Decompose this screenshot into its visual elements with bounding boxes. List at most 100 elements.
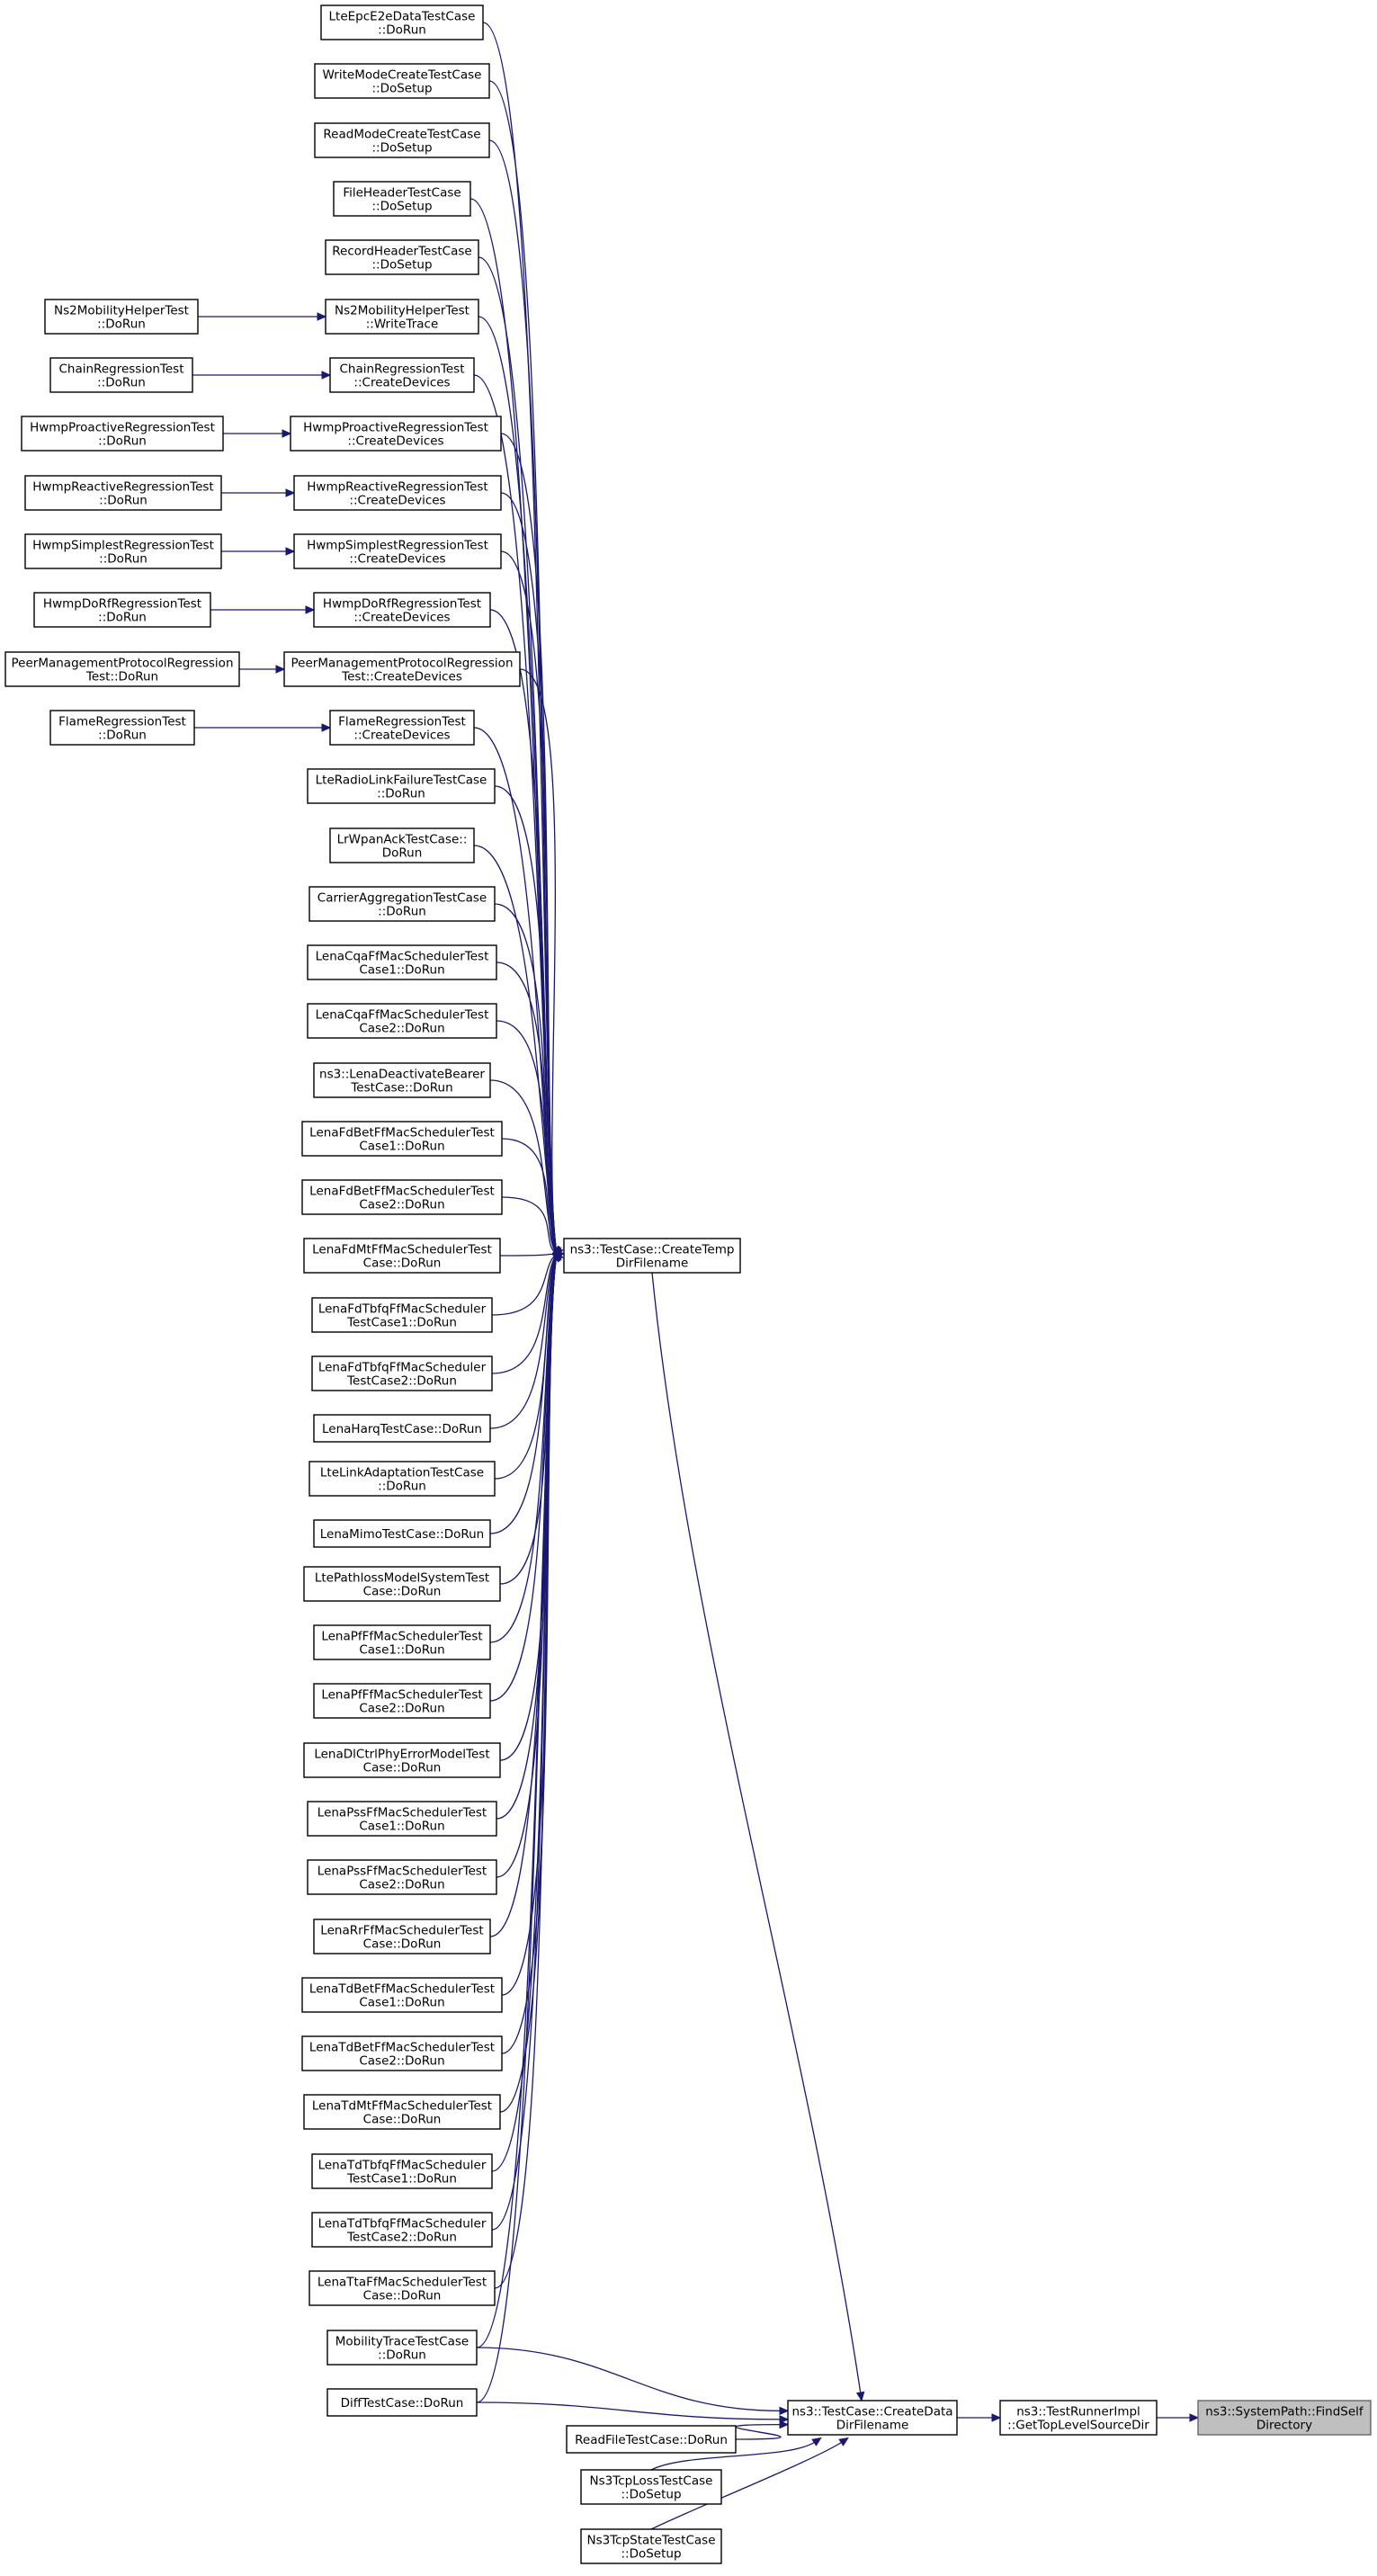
function-node[interactable]: CarrierAggregationTestCase::DoRun bbox=[308, 886, 496, 922]
node-box bbox=[313, 1062, 491, 1098]
node-label-line: ::DoRun bbox=[378, 905, 426, 919]
function-node[interactable]: HwmpProactiveRegressionTest::CreateDevic… bbox=[290, 416, 502, 452]
function-node[interactable]: Ns3TcpStateTestCase::DoSetup bbox=[580, 2528, 722, 2564]
function-node[interactable]: ns3::TestRunnerImpl::GetTopLevelSourceDi… bbox=[999, 2400, 1158, 2436]
node-box bbox=[307, 1003, 497, 1039]
function-node[interactable]: HwmpProactiveRegressionTest::DoRun bbox=[21, 416, 224, 452]
node-label-line: LenaTtaFfMacSchedulerTest bbox=[317, 2276, 487, 2290]
function-node[interactable]: HwmpDoRfRegressionTest::CreateDevices bbox=[313, 592, 491, 628]
function-node[interactable]: RecordHeaderTestCase::DoSetup bbox=[325, 239, 479, 275]
call-edge bbox=[650, 2441, 816, 2471]
node-label-line: Case1::DoRun bbox=[359, 1140, 444, 1154]
node-label-line: ::DoRun bbox=[98, 729, 147, 743]
call-edge bbox=[476, 2347, 782, 2412]
function-node[interactable]: LrWpanAckTestCase::DoRun bbox=[329, 827, 475, 863]
node-box bbox=[293, 533, 502, 569]
node-label-line: Case::DoRun bbox=[363, 1937, 442, 1952]
function-node[interactable]: MobilityTraceTestCase::DoRun bbox=[326, 2330, 478, 2366]
function-node[interactable]: PeerManagementProtocolRegressionTest::Cr… bbox=[283, 651, 521, 687]
function-node[interactable]: Ns3TcpLossTestCase::DoSetup bbox=[580, 2469, 722, 2505]
node-label-line: Case1::DoRun bbox=[359, 1996, 444, 2010]
function-node[interactable]: LteEpcE2eDataTestCase::DoRun bbox=[320, 4, 484, 40]
arrowhead bbox=[285, 488, 296, 497]
function-node[interactable]: Ns2MobilityHelperTest::WriteTrace bbox=[325, 299, 479, 335]
arrowhead bbox=[779, 2406, 790, 2416]
node-box bbox=[303, 2094, 501, 2130]
function-node[interactable]: HwmpReactiveRegressionTest::CreateDevice… bbox=[293, 475, 502, 511]
node-label-line: LteRadioLinkFailureTestCase bbox=[316, 774, 487, 788]
node-label-line: ::DoRun bbox=[99, 552, 148, 567]
node-label-line: LenaRrFfMacSchedulerTest bbox=[320, 1924, 483, 1938]
function-node[interactable]: ReadModeCreateTestCase::DoSetup bbox=[314, 122, 490, 158]
node-label-line: LenaMimoTestCase::DoRun bbox=[320, 1527, 485, 1542]
function-node[interactable]: LenaMimoTestCase::DoRun bbox=[313, 1519, 491, 1548]
node-label-line: ::CreateDevices bbox=[353, 611, 450, 625]
node-label-line: ::DoSetup bbox=[371, 141, 432, 156]
node-box bbox=[314, 122, 490, 158]
node-label-line: PeerManagementProtocolRegression bbox=[291, 657, 514, 671]
node-label-line: FileHeaderTestCase bbox=[343, 186, 460, 201]
function-node[interactable]: HwmpSimplestRegressionTest::DoRun bbox=[24, 533, 222, 569]
function-node[interactable]: ReadFileTestCase::DoRun bbox=[566, 2425, 737, 2454]
call-edge bbox=[735, 2423, 782, 2440]
node-label-line: DoRun bbox=[382, 846, 423, 861]
node-box bbox=[563, 1238, 741, 1274]
function-node[interactable]: HwmpSimplestRegressionTest::CreateDevice… bbox=[293, 533, 502, 569]
node-label-line: TestCase::DoRun bbox=[350, 1081, 452, 1096]
node-label-line: TestCase2::DoRun bbox=[346, 1374, 457, 1389]
node-label-line: LteLinkAdaptationTestCase bbox=[320, 1466, 484, 1480]
function-node[interactable]: LteRadioLinkFailureTestCase::DoRun bbox=[307, 768, 496, 804]
node-label-line: HwmpSimplestRegressionTest bbox=[32, 539, 214, 553]
function-node[interactable]: LenaHarqTestCase::DoRun bbox=[313, 1414, 491, 1443]
node-box bbox=[301, 2035, 503, 2071]
node-box bbox=[311, 2153, 493, 2189]
function-node[interactable]: HwmpReactiveRegressionTest::DoRun bbox=[24, 475, 222, 511]
node-label-line: ::DoSetup bbox=[371, 258, 432, 273]
node-box bbox=[311, 1297, 493, 1333]
function-node[interactable]: ChainRegressionTest::DoRun bbox=[49, 357, 193, 393]
node-box bbox=[301, 1121, 503, 1157]
function-node[interactable]: LteLinkAdaptationTestCase::DoRun bbox=[308, 1461, 496, 1497]
node-label-line: LenaTdTbfqFfMacScheduler bbox=[318, 2217, 487, 2232]
function-node[interactable]: HwmpDoRfRegressionTest::DoRun bbox=[33, 592, 211, 628]
node-box bbox=[49, 357, 193, 393]
node-label-line: ::DoSetup bbox=[371, 200, 432, 214]
node-box bbox=[21, 416, 224, 452]
function-node[interactable]: WriteModeCreateTestCase::DoSetup bbox=[314, 63, 490, 99]
function-node[interactable]: ChainRegressionTest::CreateDevices bbox=[329, 357, 475, 393]
call-edge bbox=[519, 668, 558, 1257]
node-label-line: Case1::DoRun bbox=[359, 1643, 444, 1658]
function-node[interactable]: FlameRegressionTest::DoRun bbox=[49, 710, 195, 746]
function-node[interactable]: DiffTestCase::DoRun bbox=[326, 2388, 478, 2417]
function-node[interactable]: FileHeaderTestCase::DoSetup bbox=[333, 181, 471, 217]
function-node[interactable]: PeerManagementProtocolRegressionTest::Do… bbox=[4, 651, 240, 687]
node-label-line: HwmpProactiveRegressionTest bbox=[303, 421, 488, 435]
node-label-line: ::CreateDevices bbox=[353, 376, 450, 390]
function-node[interactable]: FlameRegressionTest::CreateDevices bbox=[329, 710, 475, 746]
function-node[interactable]: Ns2MobilityHelperTest::DoRun bbox=[44, 299, 199, 335]
